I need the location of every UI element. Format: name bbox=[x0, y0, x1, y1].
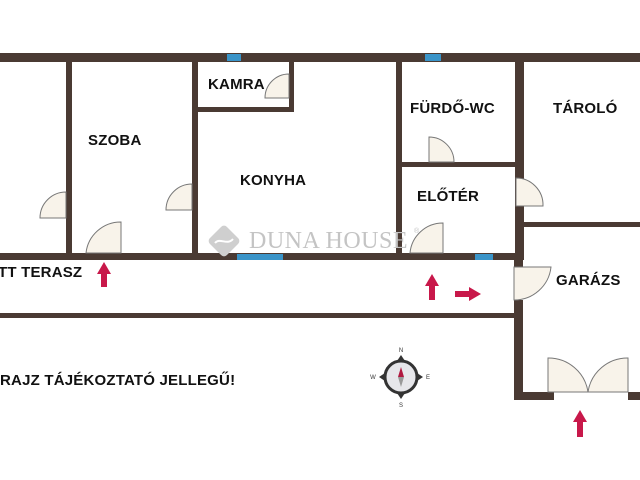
arrow-up-icon bbox=[97, 262, 111, 287]
room-label-kamra: KAMRA bbox=[208, 76, 265, 93]
arrow-right-icon bbox=[455, 287, 481, 301]
windows bbox=[227, 54, 493, 260]
room-label-konyha: KONYHA bbox=[240, 172, 307, 189]
compass-w: W bbox=[370, 375, 376, 381]
entry-arrows bbox=[97, 262, 587, 437]
doors bbox=[39, 73, 629, 393]
room-label-eloter: ELŐTÉR bbox=[417, 188, 480, 205]
room-label-furdo-wc: FÜRDŐ-WC bbox=[410, 100, 495, 117]
duna-house-logo-icon bbox=[208, 225, 240, 257]
compass-n: N bbox=[399, 348, 403, 354]
room-label-szoba: SZOBA bbox=[88, 132, 142, 149]
arrow-up-icon bbox=[573, 410, 587, 437]
disclaimer-text: RAJZ TÁJÉKOZTATÓ JELLEGŰ! bbox=[0, 372, 236, 389]
room-label-tarolo: TÁROLÓ bbox=[553, 100, 618, 117]
room-label-garazs: GARÁZS bbox=[556, 272, 621, 289]
compass-e: E bbox=[426, 375, 430, 381]
duna-house-watermark: DUNA HOUSE ® bbox=[205, 222, 419, 260]
watermark-text: DUNA HOUSE bbox=[249, 227, 409, 254]
arrow-up-icon bbox=[425, 274, 439, 300]
compass-s: S bbox=[399, 403, 403, 409]
compass-icon: N S W E bbox=[370, 348, 430, 409]
room-label-terasz: TT TERASZ bbox=[0, 264, 83, 281]
watermark-reg: ® bbox=[414, 227, 420, 235]
